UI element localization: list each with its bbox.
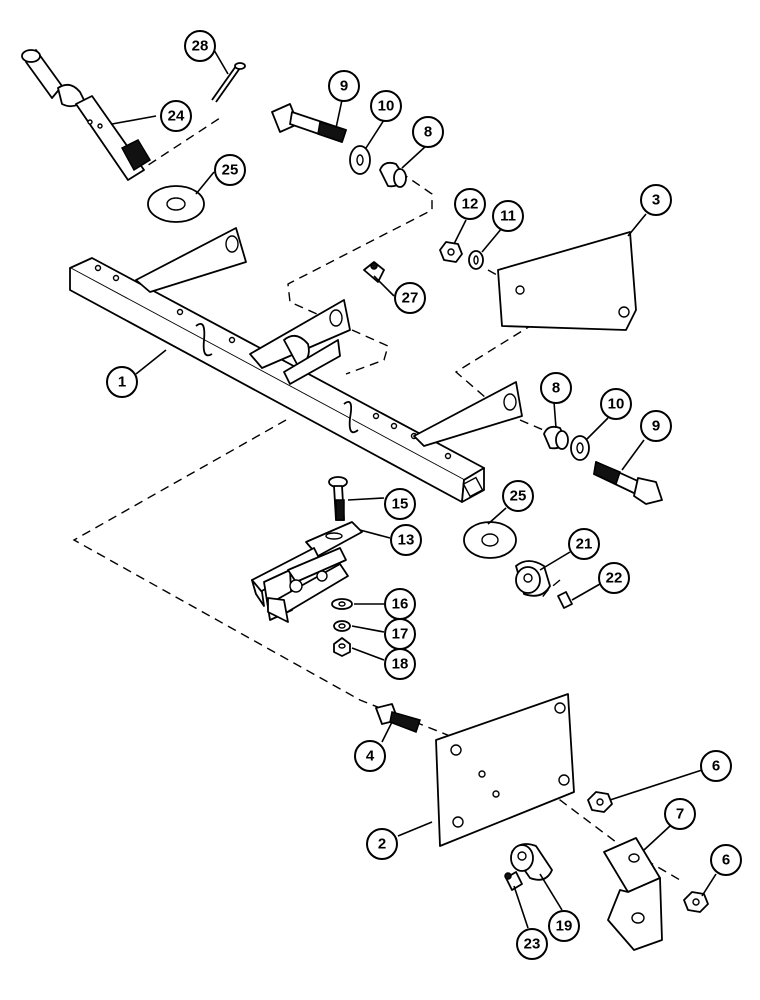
- part-6-nut-upper: [587, 791, 613, 813]
- callout-10-upper: 10: [370, 90, 402, 122]
- callout-8-lower: 8: [540, 372, 572, 404]
- part-17-lock-washer: [333, 620, 351, 632]
- svg-text:25: 25: [222, 162, 239, 179]
- callout-11: 11: [492, 200, 524, 232]
- svg-text:17: 17: [392, 626, 409, 643]
- svg-text:7: 7: [676, 806, 684, 823]
- callout-10-lower: 10: [600, 388, 632, 420]
- svg-text:4: 4: [366, 748, 375, 765]
- callout-25-upper: 25: [214, 154, 246, 186]
- callout-1: 1: [106, 366, 138, 398]
- beam-arm-left: [135, 227, 247, 293]
- callout-4: 4: [354, 740, 386, 772]
- svg-text:19: 19: [556, 918, 573, 935]
- part-19-pivot: [510, 843, 553, 881]
- svg-text:12: 12: [462, 196, 479, 213]
- callout-19: 19: [548, 910, 580, 942]
- svg-text:10: 10: [378, 98, 395, 115]
- part-8-spacer-lower: [543, 425, 569, 450]
- svg-text:6: 6: [712, 758, 720, 775]
- part-27-grease-fitting: [363, 261, 385, 283]
- part-2-plate: [435, 693, 575, 847]
- callout-2: 2: [366, 828, 398, 860]
- callout-28: 28: [184, 30, 216, 62]
- svg-text:16: 16: [392, 596, 409, 613]
- svg-text:28: 28: [192, 38, 209, 55]
- callout-21: 21: [568, 528, 600, 560]
- callout-22: 22: [598, 562, 630, 594]
- svg-text:6: 6: [722, 852, 730, 869]
- callout-3: 3: [640, 184, 672, 216]
- part-13-bracket: [251, 521, 363, 623]
- callout-8-upper: 8: [412, 116, 444, 148]
- part-22-roll-pin: [557, 591, 573, 609]
- svg-text:24: 24: [168, 108, 185, 125]
- callout-18: 18: [384, 648, 416, 680]
- part-4-bolt: [375, 703, 421, 733]
- part-12-nut: [439, 241, 463, 263]
- svg-text:18: 18: [392, 656, 409, 673]
- part-25-washer-upper: [147, 185, 205, 223]
- part-9-bolt-upper: [271, 103, 347, 143]
- part-11-lock-washer: [468, 250, 484, 270]
- part-6-nut-lower: [683, 891, 709, 913]
- callout-13: 13: [390, 524, 422, 556]
- part-7-bracket: [603, 837, 663, 951]
- svg-text:27: 27: [402, 290, 419, 307]
- part-23-grease-fitting: [504, 871, 523, 891]
- callout-27: 27: [394, 282, 426, 314]
- part-15-carriage-bolt: [328, 476, 348, 521]
- callout-6-lower: 6: [710, 844, 742, 876]
- callout-9-lower: 9: [640, 410, 672, 442]
- callout-6-upper: 6: [700, 750, 732, 782]
- callout-12: 12: [454, 188, 486, 220]
- part-16-washer: [331, 598, 353, 610]
- svg-text:25: 25: [510, 488, 527, 505]
- callout-25-lower: 25: [502, 480, 534, 512]
- beam-center-bracket: [249, 299, 351, 385]
- svg-text:2: 2: [378, 836, 386, 853]
- svg-text:8: 8: [424, 124, 432, 141]
- part-18-nut: [333, 637, 351, 657]
- callout-15: 15: [384, 488, 416, 520]
- svg-text:11: 11: [500, 208, 516, 225]
- part-28-cotter-pin: [211, 62, 246, 103]
- callout-7: 7: [664, 798, 696, 830]
- callout-17: 17: [384, 618, 416, 650]
- beam-arm-right: [413, 381, 523, 447]
- callout-9-upper: 9: [328, 70, 360, 102]
- svg-text:21: 21: [576, 536, 593, 553]
- callout-16: 16: [384, 588, 416, 620]
- part-8-spacer-upper: [379, 161, 407, 188]
- part-10-washer-lower: [570, 435, 590, 461]
- svg-text:15: 15: [392, 496, 409, 513]
- svg-text:13: 13: [398, 532, 415, 549]
- leader-lines: [111, 49, 717, 929]
- part-10-washer-upper: [349, 145, 371, 175]
- callout-24: 24: [160, 100, 192, 132]
- part-3-plate: [497, 231, 637, 331]
- part-1-main-beam: [69, 257, 485, 503]
- svg-text:23: 23: [524, 936, 541, 953]
- svg-text:9: 9: [652, 418, 660, 435]
- svg-text:8: 8: [552, 380, 560, 397]
- svg-text:10: 10: [608, 396, 625, 413]
- callout-23: 23: [516, 928, 548, 960]
- part-24-pin: [21, 49, 152, 181]
- svg-text:22: 22: [606, 570, 623, 587]
- svg-text:9: 9: [340, 78, 348, 95]
- part-25-washer-lower: [463, 521, 517, 559]
- svg-text:3: 3: [652, 192, 660, 209]
- part-9-bolt-lower: [593, 460, 663, 505]
- svg-text:1: 1: [118, 374, 126, 391]
